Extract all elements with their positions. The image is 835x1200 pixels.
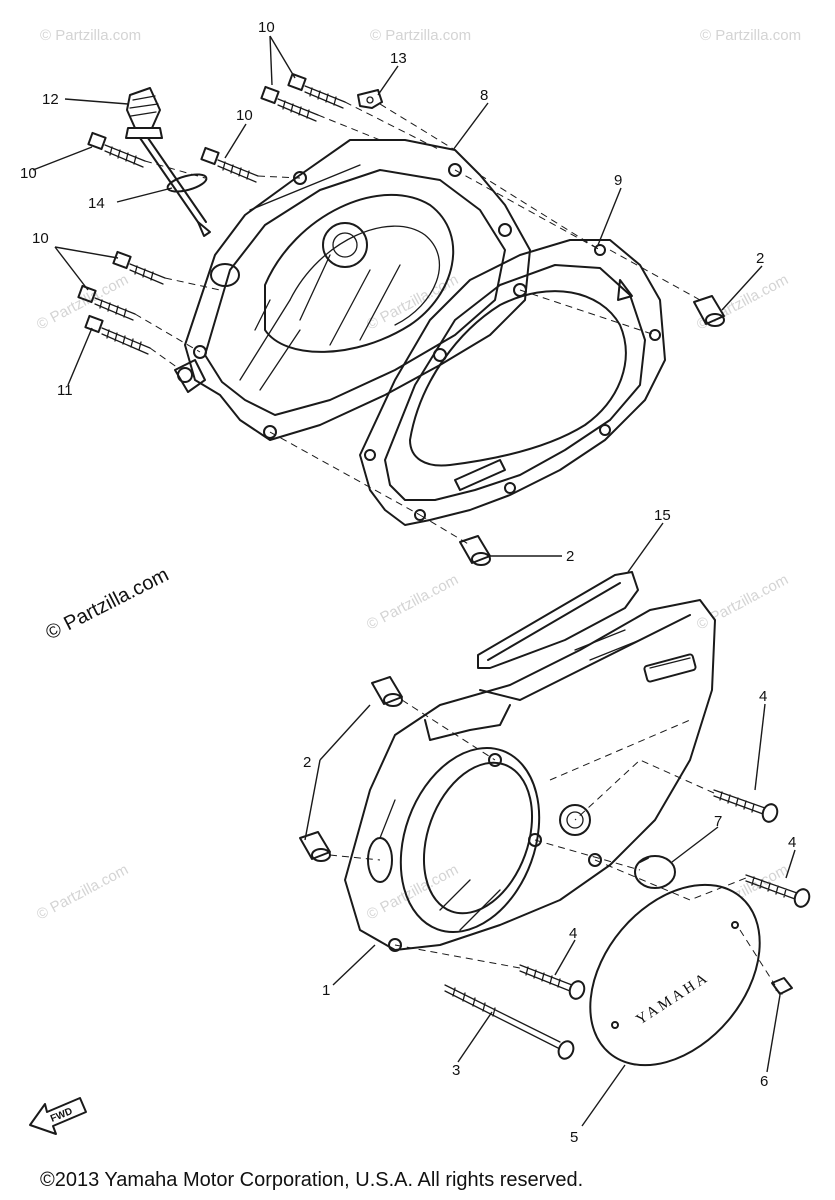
screw-part-4[interactable] [713,789,780,824]
callout-12[interactable]: 12 [42,91,59,108]
callout-10[interactable]: 10 [20,165,37,182]
callout-7[interactable]: 7 [714,813,722,830]
watermark: © Partzilla.com [40,27,141,44]
screw-part-6[interactable] [771,977,793,995]
callout-4[interactable]: 4 [759,688,767,705]
callout-labels: 10 13 12 10 8 10 14 9 10 2 11 2 15 4 2 4… [20,19,796,1146]
callout-2[interactable]: 2 [756,250,764,267]
crankcase-cover-part-8[interactable] [174,139,531,441]
dowel-pin-part-2[interactable] [371,676,403,707]
watermark-layer: © Partzilla.com © Partzilla.com © Partzi… [34,27,801,924]
callout-3[interactable]: 3 [452,1062,460,1079]
screw-part-10[interactable] [260,85,319,122]
callout-13[interactable]: 13 [390,50,407,67]
screw-part-11[interactable] [84,314,151,355]
screw-part-4[interactable] [745,874,812,909]
screw-part-10[interactable] [200,146,259,183]
callout-10[interactable]: 10 [236,107,253,124]
clip-part-13[interactable] [357,89,383,109]
side-credit-text: © Partzilla.com [42,564,172,645]
screw-part-10[interactable] [87,131,146,168]
callout-10[interactable]: 10 [258,19,275,36]
callout-1[interactable]: 1 [322,982,330,999]
callout-4[interactable]: 4 [788,834,796,851]
oil-dipstick-part-12[interactable] [125,87,211,237]
callout-11[interactable]: 11 [57,382,73,399]
callout-2[interactable]: 2 [566,548,574,565]
outer-cover-part-1[interactable] [344,599,716,952]
leader-lines [32,35,796,1127]
screw-part-4[interactable] [519,964,587,1001]
forward-direction-arrow-icon: FWD [29,1097,87,1135]
cover-plate-part-15[interactable] [477,571,639,669]
copyright-footer: ©2013 Yamaha Motor Corporation, U.S.A. A… [40,1169,583,1191]
screw-part-10[interactable] [77,284,136,321]
callout-14[interactable]: 14 [88,195,105,212]
alignment-lines-upper [134,101,701,546]
screw-part-10[interactable] [287,72,346,109]
watermark: © Partzilla.com [364,861,461,923]
o-ring-part-14[interactable] [166,171,208,195]
dowel-pin-part-2[interactable] [693,295,725,327]
callout-8[interactable]: 8 [480,87,488,104]
dowel-pin-part-2[interactable] [459,535,491,566]
watermark: © Partzilla.com [694,571,791,633]
callout-9[interactable]: 9 [614,172,622,189]
callout-6[interactable]: 6 [760,1073,768,1090]
callout-10[interactable]: 10 [32,230,49,247]
round-cover-part-5[interactable]: YAMAHA [556,852,794,1098]
watermark: © Partzilla.com [34,271,131,333]
callout-2[interactable]: 2 [303,754,311,771]
callout-5[interactable]: 5 [570,1129,578,1146]
watermark: © Partzilla.com [34,861,131,923]
alignment-lines-lower [329,699,776,986]
watermark: © Partzilla.com [370,27,471,44]
watermark: © Partzilla.com [364,571,461,633]
callout-15[interactable]: 15 [654,507,671,524]
dowel-pin-part-2[interactable] [299,831,331,862]
gasket-part-9[interactable] [359,239,666,526]
screw-part-3[interactable] [444,984,576,1061]
watermark: © Partzilla.com [700,27,801,44]
plug-part-7[interactable] [634,855,676,889]
callout-4[interactable]: 4 [569,925,577,942]
